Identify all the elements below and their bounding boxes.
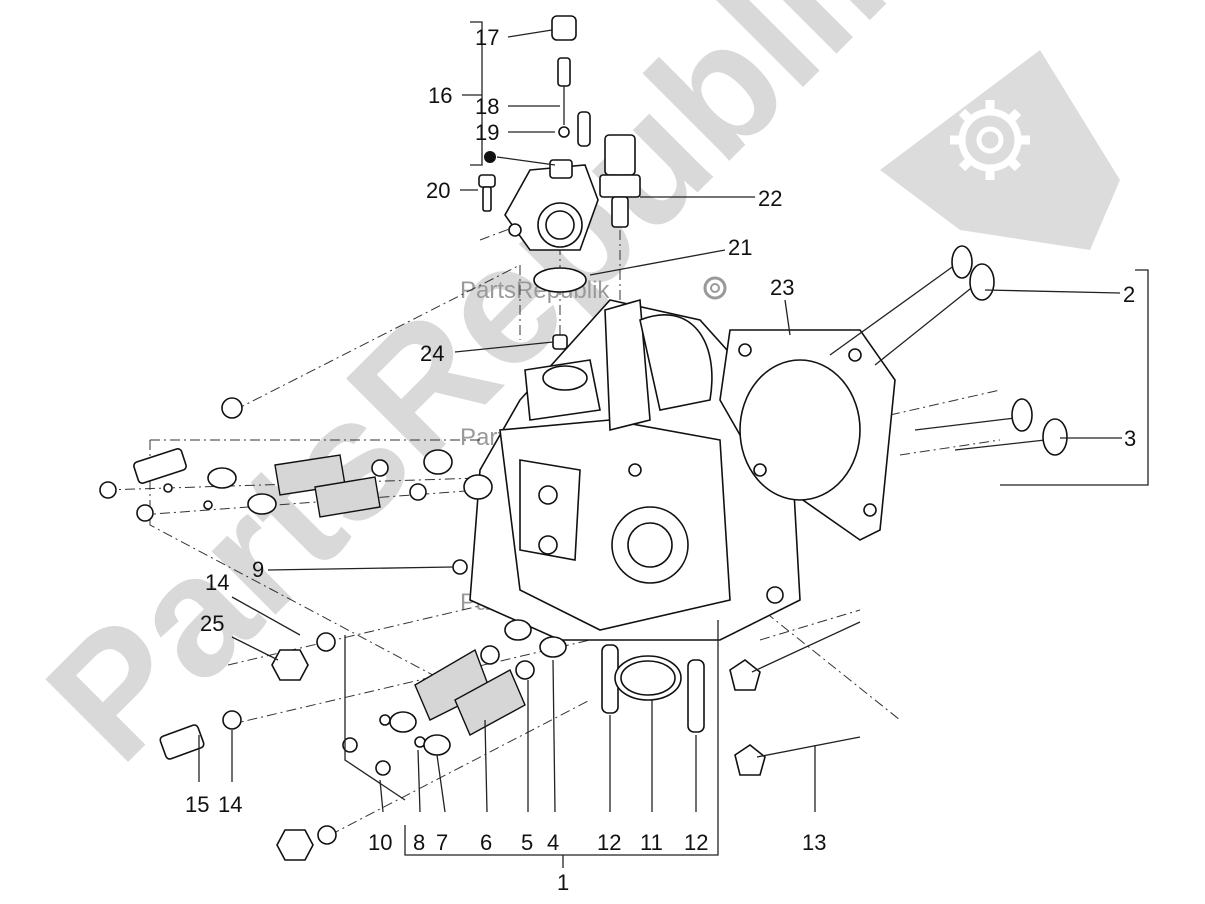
callout-2: 2: [1123, 282, 1135, 307]
stud-pin-9: [452, 559, 468, 575]
callout-14-upper: 14: [205, 570, 229, 595]
callout-22: 22: [758, 186, 782, 211]
exhaust-valves: [914, 398, 1068, 456]
temperature-sensor: [599, 134, 641, 228]
callout-8: 8: [413, 830, 425, 855]
o-ring: [614, 655, 682, 701]
callout-20: 20: [426, 178, 450, 203]
callout-10: 10: [368, 830, 392, 855]
intake-valves: [829, 245, 995, 366]
dowel-pins: [601, 644, 705, 733]
housing-bolt: [478, 174, 496, 212]
gear-icon: [703, 276, 727, 300]
callout-16: 16: [428, 83, 452, 108]
head-bolts: [729, 621, 861, 776]
callout-23: 23: [770, 275, 794, 300]
thermostat-housing: [504, 159, 599, 350]
callout-24: 24: [420, 341, 444, 366]
watermark-flag: [880, 50, 1120, 250]
upper-valve-spring-set: [99, 397, 493, 522]
callout-4: 4: [547, 830, 559, 855]
callout-labels: 17 16 18 19 20 22 21 23 2 24 3 9 14 25 1…: [185, 25, 1136, 895]
marker-dot: [484, 151, 496, 163]
callout-25: 25: [200, 611, 224, 636]
callout-14-lower: 14: [218, 792, 242, 817]
callout-7: 7: [436, 830, 448, 855]
callout-18: 18: [475, 94, 499, 119]
callout-15: 15: [185, 792, 209, 817]
gear-icon: [950, 100, 1030, 180]
watermark-small-1: PartsRepublik: [460, 276, 727, 304]
callout-12-left: 12: [597, 830, 621, 855]
callout-5: 5: [521, 830, 533, 855]
cylinder-head: [469, 298, 801, 641]
callout-3: 3: [1124, 426, 1136, 451]
head-gasket: [719, 329, 896, 541]
callout-1: 1: [557, 870, 569, 895]
leader-lines: [198, 21, 1149, 868]
callout-12-right: 12: [684, 830, 708, 855]
callout-19: 19: [475, 120, 499, 145]
callout-11: 11: [640, 830, 663, 855]
callout-17: 17: [475, 25, 499, 50]
callout-9: 9: [252, 557, 264, 582]
lower-valve-spring-set: [159, 619, 567, 861]
callout-6: 6: [480, 830, 492, 855]
callout-21: 21: [728, 235, 752, 260]
bleed-screw-assembly: [551, 15, 591, 147]
callout-13: 13: [802, 830, 826, 855]
